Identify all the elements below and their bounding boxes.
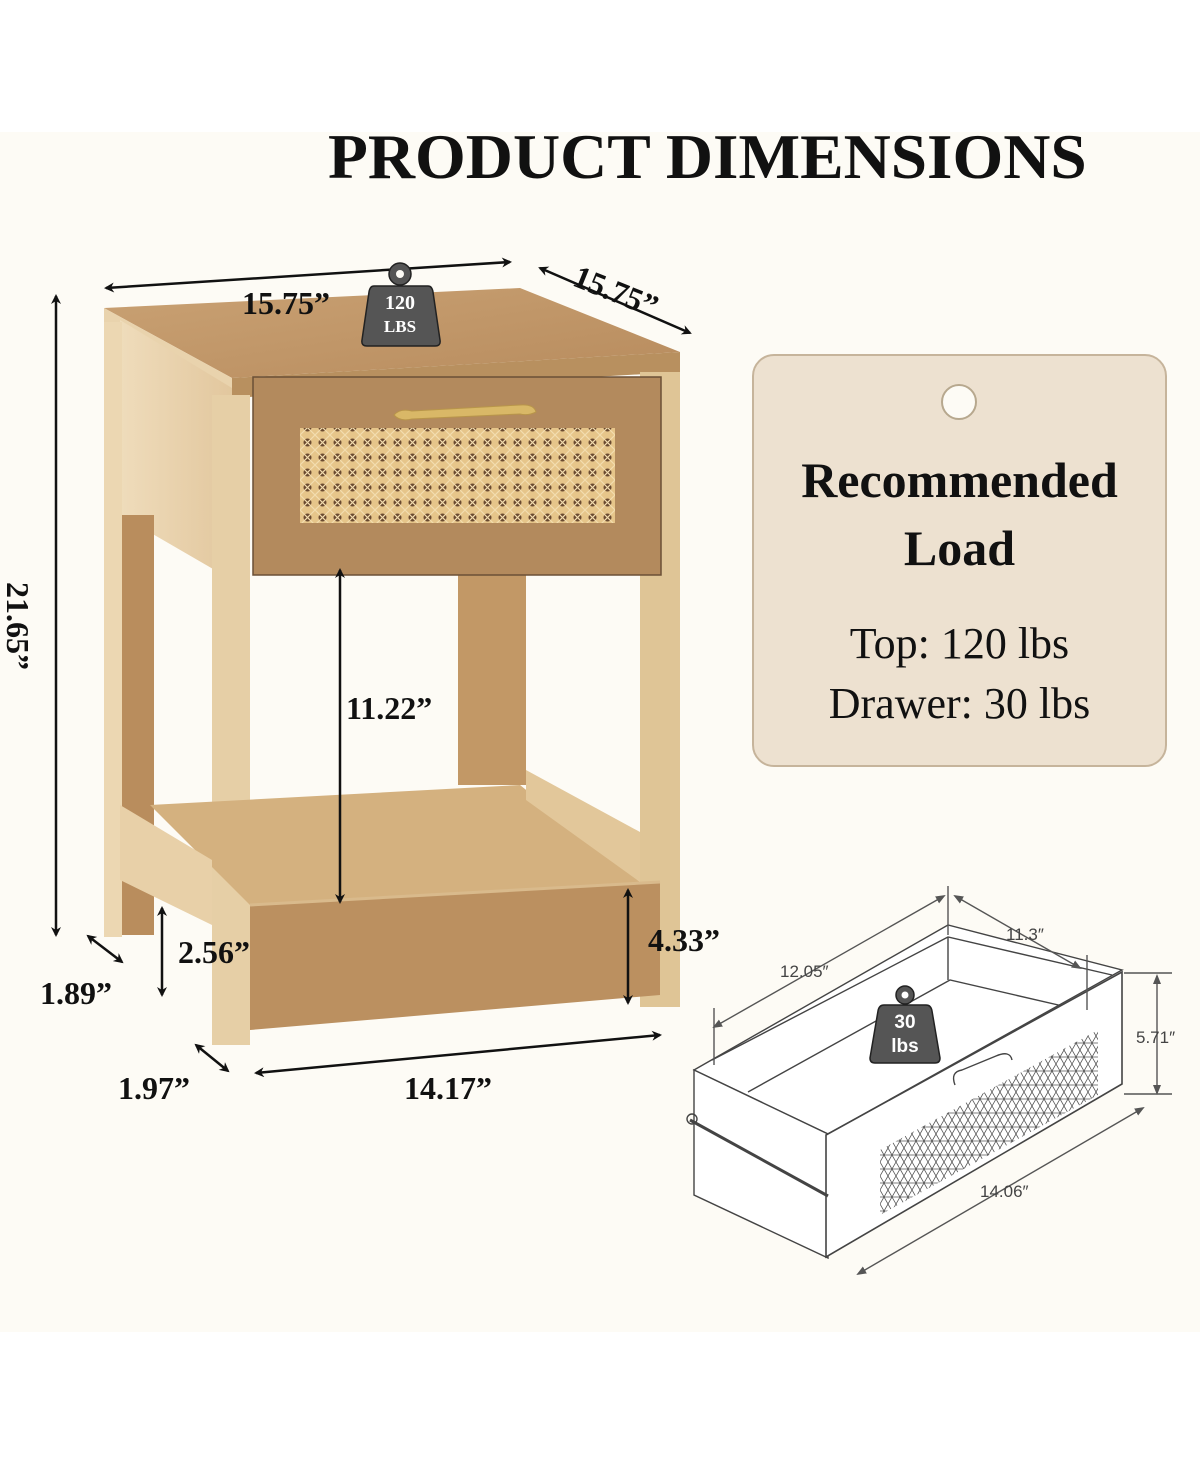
drawer-handle[interactable]: [393, 404, 537, 421]
drawer-front[interactable]: [252, 376, 662, 576]
weight-value: 120: [385, 292, 415, 314]
drawer-weight-icon: [869, 985, 941, 1064]
dim-leg-clearance: 2.56”: [178, 934, 250, 970]
dim-top-width: 15.75”: [242, 285, 330, 321]
drawer-load: Drawer: 30 lbs: [828, 679, 1091, 728]
dim-height: 21.65”: [0, 582, 36, 670]
dimension-lines: [51, 257, 692, 1078]
tag-title: Recommended Load: [754, 446, 1165, 582]
drawer-weight-value: 30: [894, 1012, 916, 1033]
dim-drawer-length: 12.05″: [780, 962, 829, 981]
drawer-weight-unit: lbs: [891, 1036, 919, 1057]
dim-base-height: 4.33”: [648, 922, 720, 958]
weight-icon: [361, 262, 441, 347]
dim-side-offset: 1.89”: [40, 975, 112, 1011]
leg-front-left: [212, 395, 250, 1045]
leg-back-left: [104, 322, 122, 937]
dim-drawer-front-width: 14.06″: [980, 1182, 1029, 1201]
leg-back-right: [458, 560, 526, 785]
drawer-diagram: [686, 924, 1124, 1260]
dim-front-offset: 1.97”: [118, 1070, 190, 1106]
dim-drawer-height: 5.71″: [1136, 1028, 1176, 1047]
tag-title-line2: Load: [903, 520, 1016, 576]
lower-shelf: [120, 770, 661, 1030]
tag-hole: [941, 384, 977, 420]
tag-title-line1: Recommended: [801, 452, 1118, 508]
weight-unit: LBS: [383, 317, 417, 336]
page-title: PRODUCT DIMENSIONS: [328, 121, 1087, 192]
dim-shelf-clearance: 11.22”: [346, 690, 433, 726]
top-load: Top: 120 lbs: [849, 619, 1070, 668]
drawer-dimension-lines: [712, 886, 1172, 1276]
recommended-load-tag: Recommended Load Top: 120 lbs Drawer: 30…: [752, 354, 1167, 767]
dim-base-width: 14.17”: [404, 1070, 492, 1106]
dim-drawer-inner-width: 11.3″: [1006, 925, 1044, 944]
